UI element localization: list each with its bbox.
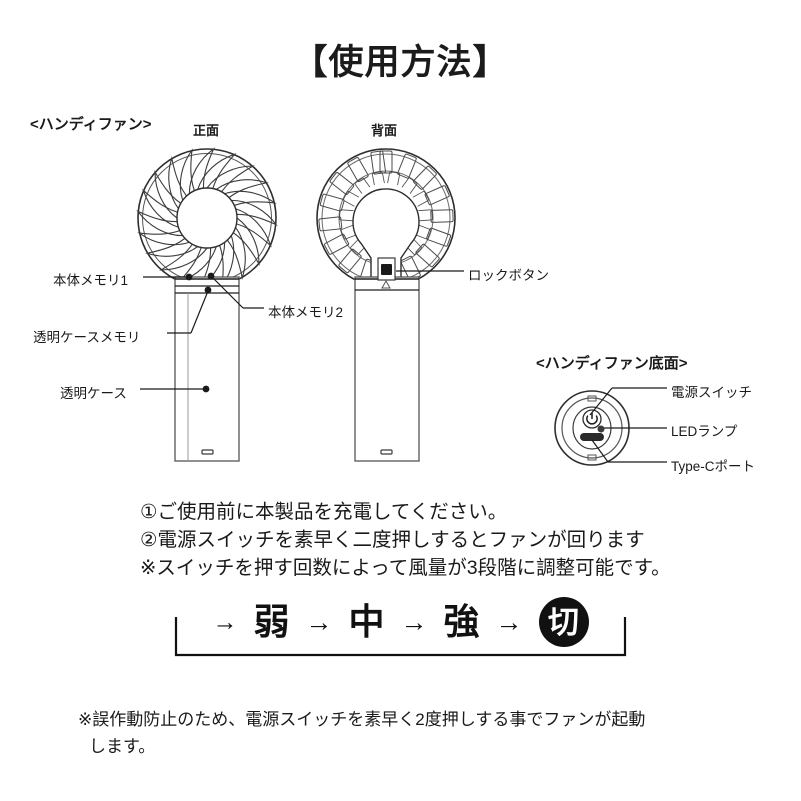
- cycle-step-medium: 中: [348, 601, 385, 642]
- callout-power-switch: 電源スイッチ: [671, 385, 752, 400]
- footnote-line-1: ※誤作動防止のため、電源スイッチを素早く2度押しする事でファンが起動: [78, 710, 646, 729]
- callout-clear-case: 透明ケース: [60, 386, 127, 401]
- callout-lock-button: ロックボタン: [468, 268, 549, 283]
- callout-type-c-port: Type-Cポート: [671, 459, 756, 474]
- leader-lines-right: [396, 270, 667, 463]
- view-label-front: 正面: [193, 123, 220, 138]
- page-title: 【使用方法】: [292, 43, 509, 82]
- leader-lines-left: [140, 272, 264, 393]
- cycle-step-low: 弱: [253, 601, 290, 642]
- bottom-view-diagram: [554, 390, 630, 466]
- instruction-list: ①ご使用前に本製品を充電してください。 ②電源スイッチを素早く二度押しするとファ…: [140, 498, 700, 582]
- section-heading-handy-fan: <ハンディファン>: [30, 116, 152, 133]
- rear-handle: [354, 257, 420, 462]
- led-lamp-shape: [597, 425, 605, 433]
- instruction-line-1: ①ご使用前に本製品を充電してください。: [140, 501, 508, 523]
- instruction-line-2: ②電源スイッチを素早く二度押しするとファンが回ります: [140, 529, 645, 551]
- cycle-lead-arrow-icon: →: [212, 607, 238, 636]
- front-fan-head: [137, 148, 277, 288]
- callout-body-scale-2: 本体メモリ2: [268, 305, 344, 320]
- view-label-rear: 背面: [371, 123, 398, 138]
- cycle-arrow-icon-3: →: [495, 606, 523, 637]
- cycle-arrow-icon-1: →: [305, 606, 333, 637]
- cycle-loop-line: [174, 617, 627, 657]
- callout-body-scale-1: 本体メモリ1: [53, 273, 129, 288]
- cycle-step-high: 強: [443, 601, 480, 642]
- front-handle-clear-case: [174, 276, 240, 462]
- callout-clear-case-scale: 透明ケースメモリ: [33, 330, 141, 345]
- callout-led-lamp: LEDランプ: [671, 424, 738, 439]
- instruction-line-3: ※スイッチを押す回数によって風量が3段階に調整可能です。: [140, 557, 671, 579]
- speed-cycle-diagram: → 弱 → 中 → 強 → 切: [0, 596, 801, 662]
- footnote-block: ※誤作動防止のため、電源スイッチを素早く2度押しする事でファンが起動 します。: [78, 706, 748, 760]
- section-heading-bottom-view: <ハンディファン底面>: [536, 355, 688, 372]
- type-c-port-shape: [580, 433, 604, 441]
- footnote-line-2: します。: [89, 737, 156, 756]
- cycle-step-off: 切: [538, 597, 589, 647]
- cycle-arrow-icon-2: →: [400, 606, 428, 637]
